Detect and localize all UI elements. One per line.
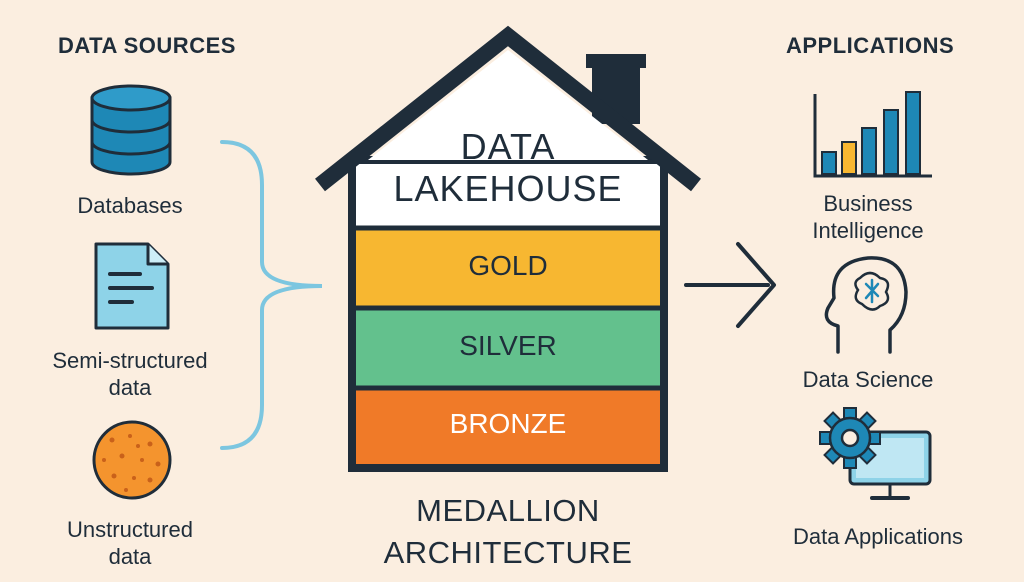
data-applications-label: Data Applications (793, 524, 963, 549)
house-title-line1: DATA (460, 126, 556, 167)
bi-line2: Intelligence (812, 218, 924, 243)
lakehouse-house (315, 25, 701, 472)
left-brace (220, 140, 323, 450)
medallion-line1: MEDALLION (416, 493, 600, 528)
semi-structured-line1: Semi-structured (52, 348, 208, 373)
bronze-label: BRONZE (449, 408, 567, 439)
layer-bronze (356, 390, 660, 464)
unstructured-label: Unstructured data (20, 516, 240, 570)
applications-heading: APPLICATIONS (786, 33, 955, 58)
gear-monitor-icon (819, 407, 932, 500)
bar-chart-icon (813, 91, 932, 178)
databases-label: Databases (77, 193, 183, 218)
medallion-architecture-title: MEDALLION ARCHITECTURE (330, 490, 686, 574)
bi-line1: Business (823, 191, 913, 216)
house-title-line2: LAKEHOUSE (393, 168, 623, 209)
brain-head-icon (824, 256, 908, 354)
roof (315, 25, 701, 192)
arrow-right-icon (684, 242, 776, 328)
business-intelligence-label: Business Intelligence (778, 190, 958, 244)
layer-silver (356, 310, 660, 386)
layer-gold (356, 230, 660, 306)
bronze-label-wrap: BRONZE (356, 408, 660, 440)
silver-label: SILVER (459, 330, 557, 361)
database-icon (90, 84, 172, 176)
data-sources-heading: DATA SOURCES (58, 33, 236, 58)
semi-structured-label: Semi-structured data (20, 347, 240, 401)
document-icon (94, 242, 170, 330)
gold-label: GOLD (468, 250, 548, 281)
medallion-line2: ARCHITECTURE (383, 535, 633, 570)
gold-label-wrap: GOLD (356, 250, 660, 282)
unstructured-blob-icon (92, 420, 172, 500)
house-title: DATA LAKEHOUSE (356, 126, 660, 210)
unstructured-line1: Unstructured (67, 517, 193, 542)
semi-structured-line2: data (108, 375, 152, 400)
unstructured-line2: data (108, 544, 152, 569)
silver-label-wrap: SILVER (356, 330, 660, 362)
data-science-label: Data Science (802, 367, 934, 392)
